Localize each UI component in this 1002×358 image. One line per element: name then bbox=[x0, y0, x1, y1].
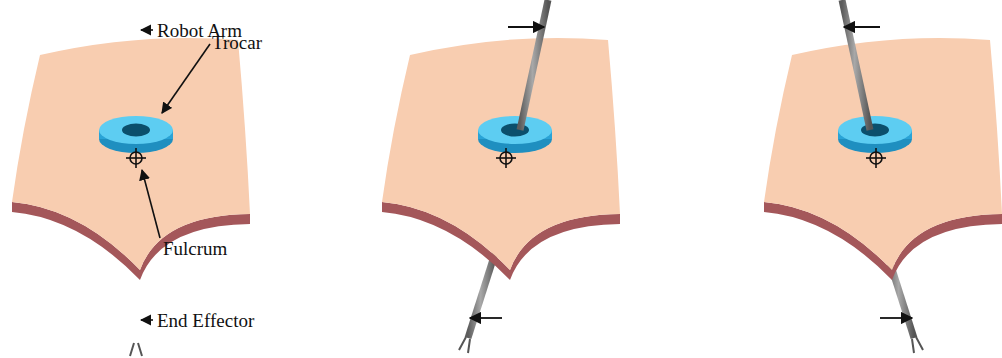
panel-tilt-left bbox=[764, 0, 1002, 353]
panel-tilt-right bbox=[382, 0, 620, 353]
part-label: Fulcrum bbox=[163, 239, 227, 258]
part-label: Trocar bbox=[212, 33, 262, 52]
part-label: End Effector bbox=[157, 311, 254, 330]
panel-straight bbox=[12, 0, 250, 356]
